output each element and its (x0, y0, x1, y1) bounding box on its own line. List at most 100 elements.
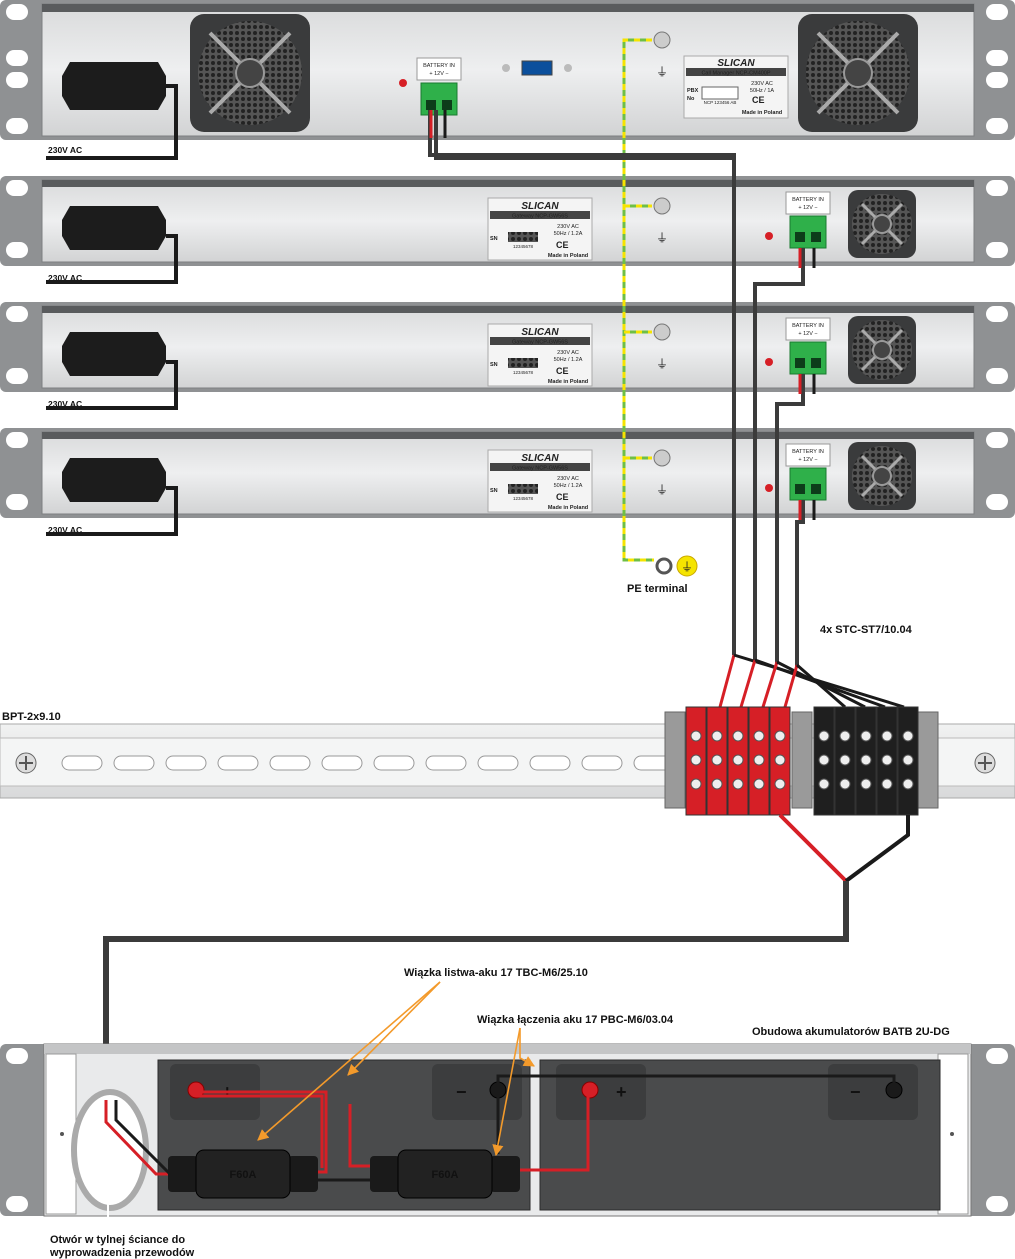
terminal-screw-icon (881, 730, 893, 742)
rail-slot (425, 755, 467, 771)
svg-text:CE: CE (556, 240, 569, 250)
terminal-strip (664, 706, 939, 816)
rail-slot (165, 755, 207, 771)
terminal-screw-icon (690, 754, 702, 766)
ground-screw-icon (653, 323, 671, 341)
svg-text:No: No (687, 96, 695, 102)
svg-text:SLICAN: SLICAN (521, 201, 559, 212)
terminal-screw-icon (774, 754, 786, 766)
battery-plus-terminal (581, 1081, 599, 1099)
svg-text:+ 12V −: + 12V − (798, 205, 817, 211)
annotation-arrows (107, 981, 535, 1242)
terminal-screw-icon (902, 730, 914, 742)
terminal-screw-icon (818, 754, 830, 766)
call-manager-unit: BATTERY IN + 12V − ⏚ SLICAN Call Manager… (0, 0, 1015, 155)
usb-port (502, 60, 572, 76)
terminal-screw-icon (818, 778, 830, 790)
svg-text:230V AC: 230V AC (557, 350, 579, 356)
rack-ear-right (986, 4, 1008, 134)
terminal-screw-icon (711, 778, 723, 790)
svg-text:12345678: 12345678 (513, 496, 534, 501)
power-socket (62, 206, 166, 250)
terminal-screw-icon (690, 730, 702, 742)
terminal-screw-icon (839, 754, 851, 766)
svg-text:SN: SN (490, 236, 498, 242)
svg-text:Made in Poland: Made in Poland (548, 505, 588, 511)
svg-text:⏚: ⏚ (681, 560, 693, 574)
rack-ear-left (6, 4, 28, 134)
hole-label-line1: Otwór w tylnej ściance do (50, 1234, 185, 1246)
svg-text:+ 12V −: + 12V − (798, 457, 817, 463)
hole-label-line2: wyprowadzenia przewodów (49, 1247, 195, 1259)
rail-slot (529, 755, 571, 771)
svg-text:Made in Poland: Made in Poland (548, 253, 588, 259)
ac-label: 230V AC (48, 273, 82, 283)
ac-label: 230V AC (48, 145, 82, 155)
terminal-screw-icon (774, 730, 786, 742)
rail-slot (581, 755, 623, 771)
battery-housing: + − + − F60A F60A (0, 1043, 1015, 1217)
ac-label: 230V AC (48, 525, 82, 535)
svg-text:BATTERY IN: BATTERY IN (792, 449, 824, 455)
battery-in-label: BATTERY IN (423, 63, 455, 69)
gateway-unit: SLICAN Gateway NCP-GW56S 230V AC 50Hz / … (0, 302, 1015, 409)
harness-link-label: Wiązka łączenia aku 17 PBC-M6/03.04 (477, 1014, 674, 1026)
terminal-screw-icon (881, 754, 893, 766)
battery-terminal-block (420, 82, 458, 116)
terminal-screw-icon (818, 730, 830, 742)
power-cords (46, 84, 178, 536)
svg-text:CE: CE (556, 492, 569, 502)
svg-text:SLICAN: SLICAN (521, 327, 559, 338)
rail-slot (61, 755, 103, 771)
svg-text:−: − (850, 1082, 861, 1102)
svg-text:⏚: ⏚ (656, 483, 668, 497)
svg-text:SN: SN (490, 488, 498, 494)
battery-main-cable (103, 813, 910, 1099)
rail-slot (373, 755, 415, 771)
pe-terminal-label: PE terminal (627, 583, 688, 595)
ground-screw-icon (653, 197, 671, 215)
terminal-screw-icon (753, 778, 765, 790)
power-socket (62, 458, 166, 502)
battery-housing-label: Obudowa akumulatorów BATB 2U-DG (752, 1026, 950, 1038)
svg-text:50Hz / 1.2A: 50Hz / 1.2A (554, 231, 583, 237)
svg-text:⏚: ⏚ (656, 357, 668, 371)
svg-text:+ 12V −: + 12V − (798, 331, 817, 337)
svg-text:Call Manager NCP-CM400P: Call Manager NCP-CM400P (701, 71, 770, 77)
device-label: SLICAN Gateway NCP-GW56S 230V AC 50Hz / … (487, 197, 593, 261)
power-socket (62, 62, 166, 110)
fan-icon (190, 14, 310, 132)
screw-icon (974, 752, 996, 774)
ground-screw-icon (653, 31, 671, 49)
svg-text:Made in Poland: Made in Poland (742, 110, 782, 116)
battery-polarity-label: + 12V − (429, 71, 448, 77)
earth-icon (676, 555, 698, 577)
svg-text:BATTERY IN: BATTERY IN (792, 197, 824, 203)
svg-text:230V AC: 230V AC (557, 224, 579, 230)
fan-icon (848, 442, 916, 510)
terminal-screw-icon (753, 754, 765, 766)
svg-text:−: − (456, 1082, 467, 1102)
svg-text:Gateway NCP-GW56S: Gateway NCP-GW56S (512, 214, 568, 220)
rail-slot (477, 755, 519, 771)
terminal-screw-icon (753, 730, 765, 742)
svg-text:SLICAN: SLICAN (717, 58, 755, 69)
pe-wire (622, 38, 654, 562)
svg-text:⏚: ⏚ (656, 65, 668, 79)
svg-text:50Hz / 1.2A: 50Hz / 1.2A (554, 357, 583, 363)
svg-text:SLICAN: SLICAN (521, 453, 559, 464)
svg-text:NCP 123456 AB: NCP 123456 AB (704, 100, 737, 105)
svg-text:12345678: 12345678 (513, 370, 534, 375)
fuse-holder: F60A (168, 1149, 318, 1199)
terminal-screw-icon (860, 778, 872, 790)
terminal-screw-icon (839, 778, 851, 790)
svg-text:BATTERY IN: BATTERY IN (792, 323, 824, 329)
fan-icon (848, 190, 916, 258)
terminal-screw-icon (902, 754, 914, 766)
fan-icon (848, 316, 916, 384)
svg-text:230V AC: 230V AC (751, 81, 773, 87)
terminal-screw-icon (902, 778, 914, 790)
svg-text:PBX: PBX (687, 88, 699, 94)
rail-slot (321, 755, 363, 771)
svg-text:Gateway NCP-GW56S: Gateway NCP-GW56S (512, 340, 568, 346)
